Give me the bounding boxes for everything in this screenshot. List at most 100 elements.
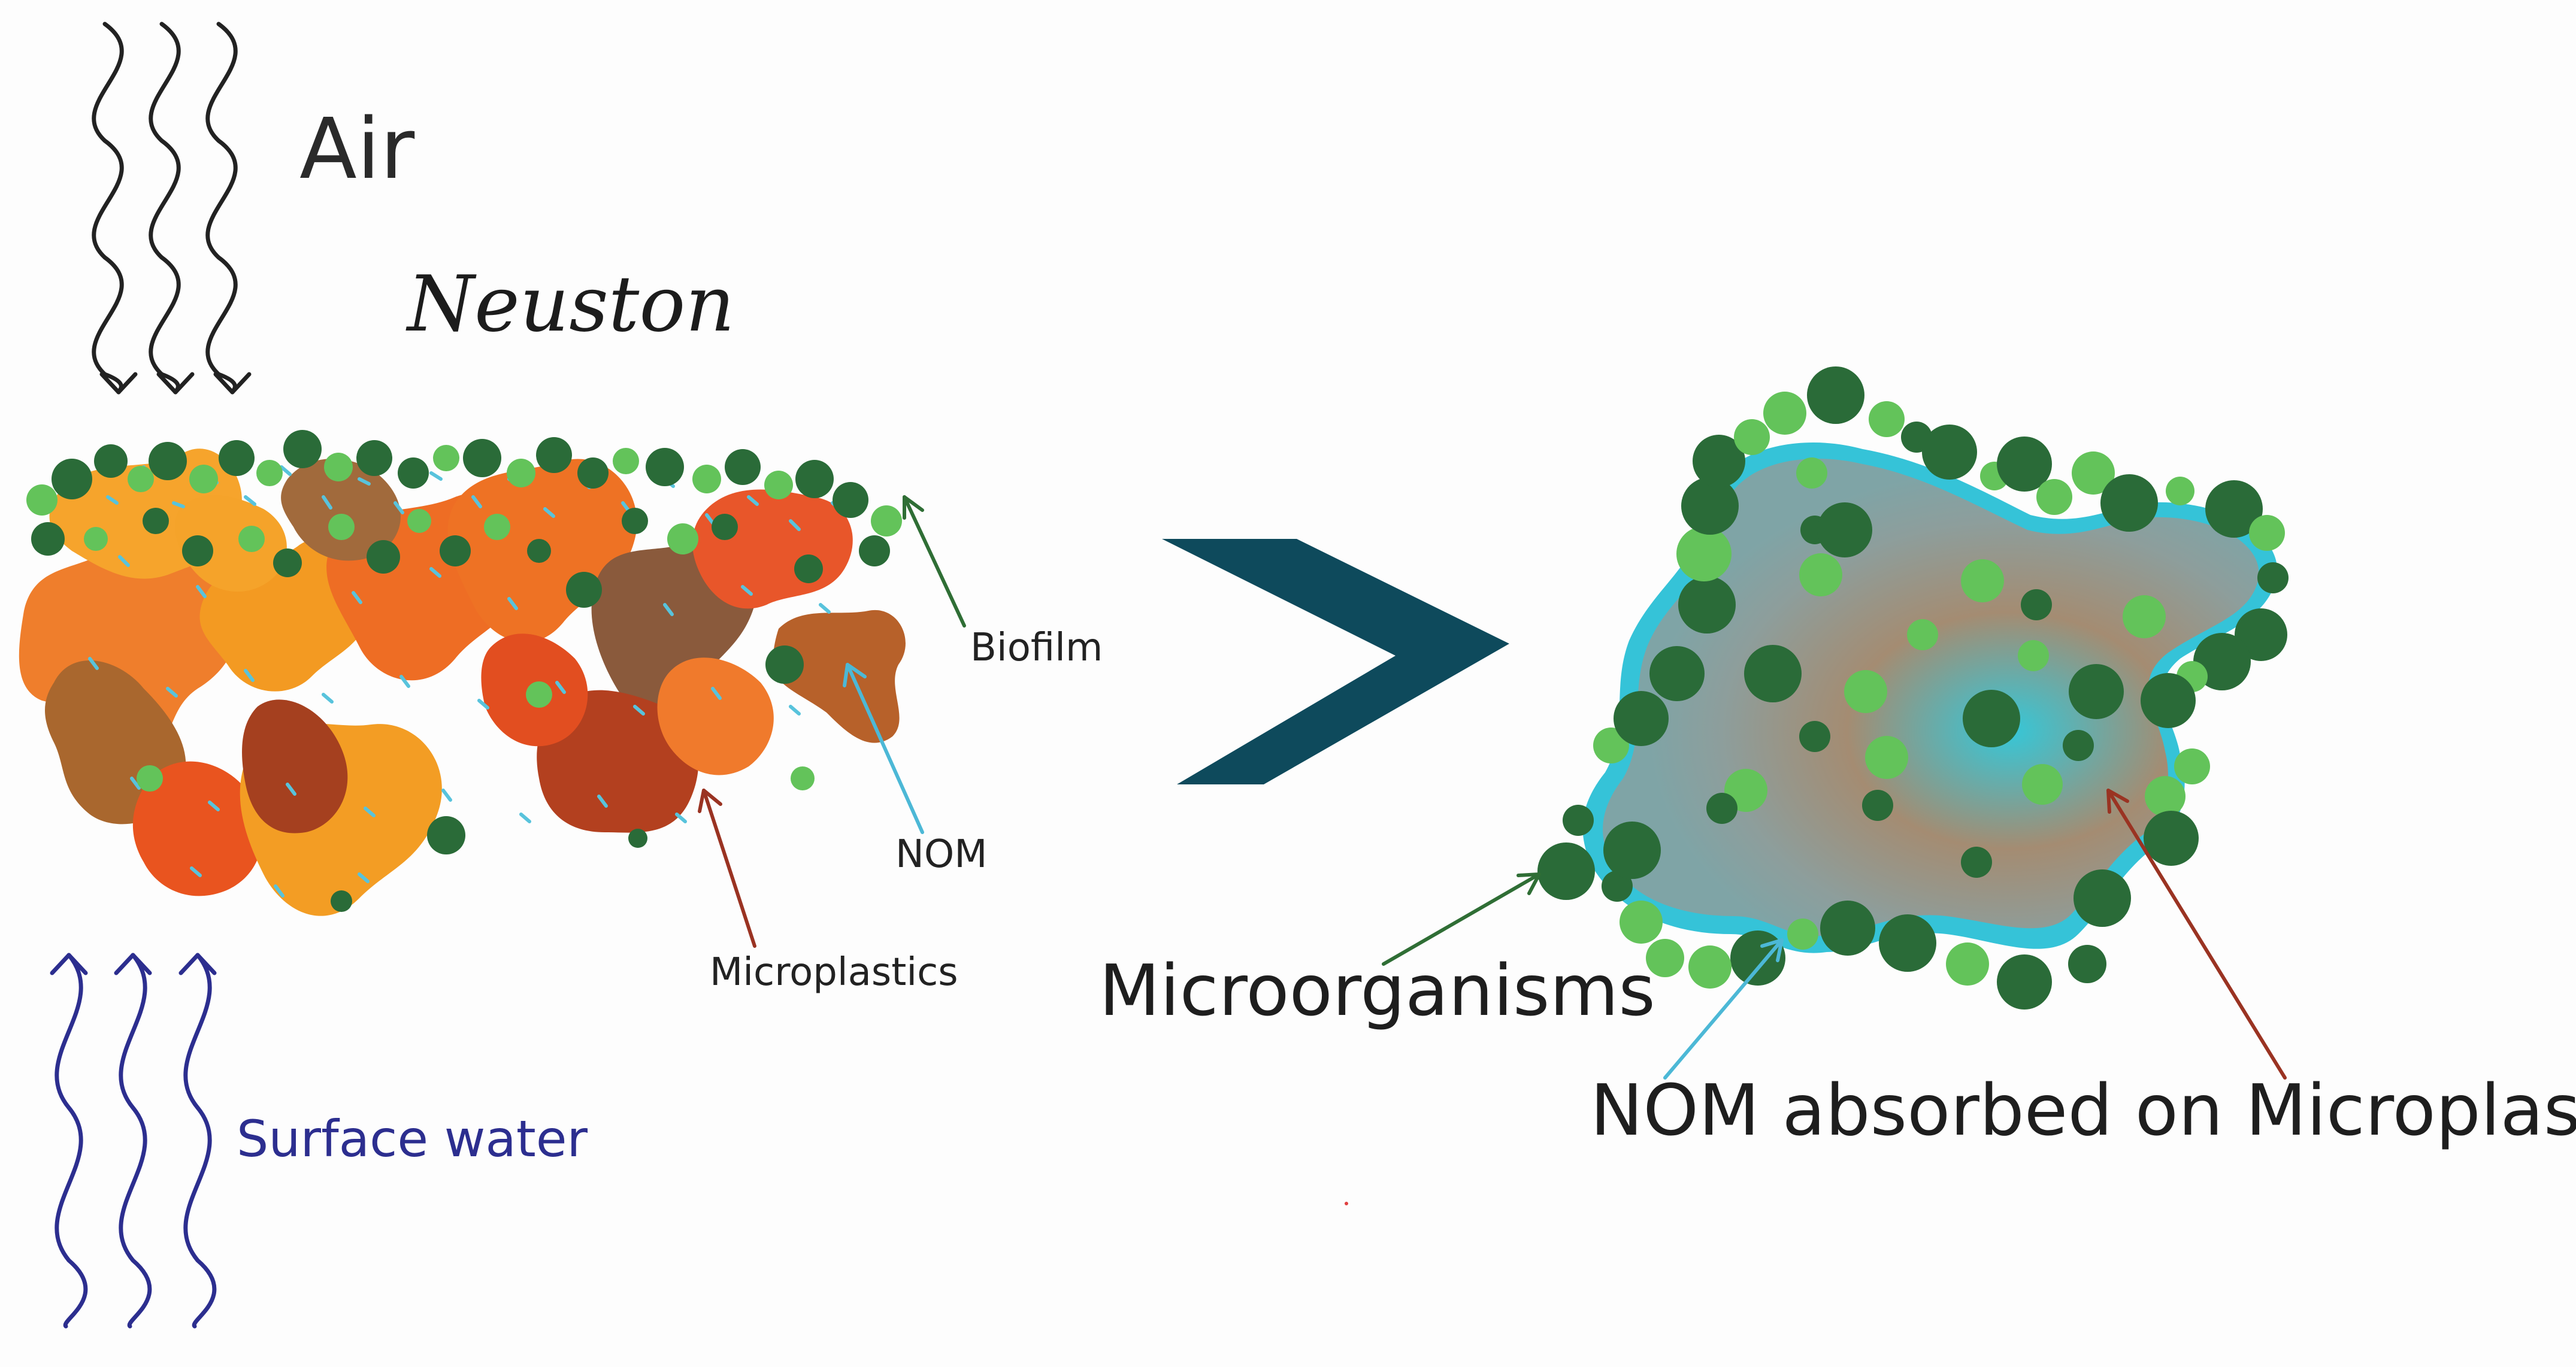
microorganism	[137, 765, 163, 792]
microplastic-particle	[281, 459, 401, 561]
microorganism	[324, 453, 353, 481]
microorganism	[1602, 871, 1633, 902]
microorganism	[143, 508, 169, 534]
microorganism	[356, 440, 392, 476]
microorganism	[189, 465, 218, 493]
microorganism	[128, 466, 154, 492]
microplastic-particle	[771, 610, 906, 743]
microorganism	[1593, 728, 1629, 763]
microorganism	[1869, 401, 1905, 437]
biofilm-microorganisms	[26, 430, 902, 912]
microorganism	[1681, 477, 1739, 535]
nom-absorbed-label: NOM absorbed on Microplastics	[1590, 1069, 2576, 1151]
stray-dot	[1345, 1202, 1348, 1205]
microorganism	[871, 505, 902, 537]
microorganism	[628, 829, 647, 848]
microorganism	[1799, 721, 1830, 752]
microorganism	[795, 460, 834, 498]
microorganism	[440, 535, 471, 566]
microorganism	[1963, 690, 2020, 747]
microorganism	[527, 539, 551, 563]
microplastic-particle	[657, 657, 774, 775]
microorganism	[2068, 945, 2106, 983]
microorganism	[833, 482, 868, 518]
microorganism	[2257, 562, 2289, 593]
microorganism	[1706, 793, 1737, 824]
microplastic-body	[1603, 459, 2259, 936]
neuston-label: Neuston	[407, 260, 735, 349]
air-label: Air	[299, 101, 415, 198]
microorganism	[238, 526, 265, 552]
microorganism	[507, 459, 535, 487]
microorganism	[2249, 515, 2285, 551]
microorganism	[646, 448, 684, 486]
microplastic-particle	[174, 495, 287, 592]
microorganism	[566, 572, 602, 608]
microorganism	[1997, 437, 2052, 492]
microorganism	[2166, 477, 2194, 505]
microplastic-particle	[132, 761, 263, 896]
microorganism	[1763, 392, 1806, 435]
microorganism	[667, 523, 698, 554]
microplastic-particle	[692, 489, 853, 609]
microorganism	[764, 471, 793, 499]
microorganism	[2141, 673, 2196, 728]
microorganism	[2072, 451, 2115, 495]
wavy-down-arrow-icon	[149, 22, 195, 395]
microorganism	[1961, 847, 1992, 878]
microorganism	[149, 442, 187, 480]
microorganism	[398, 457, 429, 489]
microorganism	[256, 460, 283, 486]
wavy-up-arrow-icon	[50, 953, 88, 1329]
microorganism	[433, 445, 459, 471]
microplastics-right-pointer	[2106, 789, 2287, 1080]
microorganism	[2018, 640, 2049, 671]
microorganism	[613, 448, 639, 474]
microorganism	[1862, 790, 1893, 821]
microorganism	[331, 890, 352, 912]
microorganism	[725, 449, 761, 485]
microorganism	[1734, 419, 1770, 455]
microorganism	[1614, 691, 1669, 746]
microorganism	[2022, 764, 2063, 805]
microorganism	[1603, 822, 1661, 879]
microorganism	[1865, 736, 1908, 779]
microorganism	[794, 554, 823, 583]
label-pointer-arrows	[698, 495, 966, 948]
microorganism	[859, 535, 890, 566]
microorganism	[1922, 425, 1977, 480]
microorganism	[1744, 645, 1802, 702]
microorganism	[577, 457, 609, 489]
microorganism	[1796, 457, 1827, 489]
microorganism	[1620, 901, 1663, 944]
microorganism	[1537, 842, 1595, 900]
microorganism	[283, 430, 322, 468]
microorganism	[1946, 942, 1989, 986]
microorganism	[1563, 805, 1594, 836]
microorganism	[1820, 901, 1875, 956]
microorganism	[2100, 474, 2158, 532]
wavy-down-arrow-icon	[205, 22, 252, 395]
microorganism	[2235, 608, 2287, 661]
microorganism	[31, 522, 65, 556]
microorganism	[2036, 479, 2072, 515]
microorganism	[182, 535, 213, 566]
microorganism	[2144, 811, 2199, 866]
microorganism	[1649, 646, 1705, 701]
microorganism	[1678, 576, 1736, 634]
microorganism	[2021, 589, 2052, 620]
microorganism	[84, 527, 108, 551]
microorganism	[526, 681, 552, 708]
microorganism	[2145, 776, 2185, 817]
microorganism	[1799, 553, 1842, 596]
microorganism	[536, 437, 572, 473]
microorganism	[2193, 633, 2251, 690]
microorganism	[692, 465, 721, 493]
microorganism	[367, 540, 400, 574]
microorganism	[328, 514, 355, 540]
microorganism	[1807, 366, 1864, 424]
microorganisms-label: Microorganisms	[1099, 949, 1655, 1032]
microorganism	[622, 508, 648, 534]
